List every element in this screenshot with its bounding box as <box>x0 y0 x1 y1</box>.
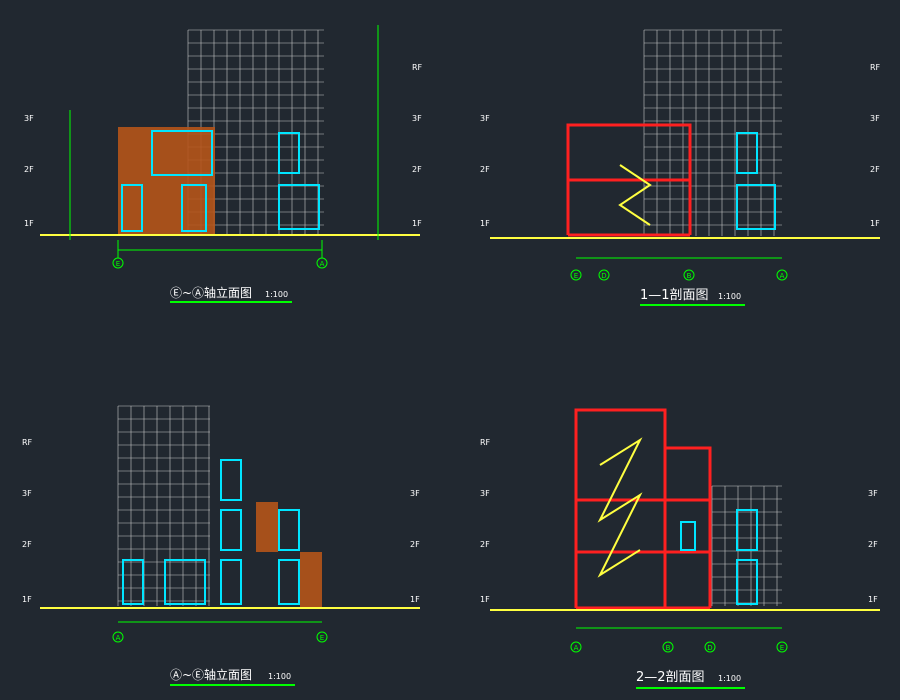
drawing-scale: 1:100 <box>268 672 291 681</box>
axis-label: B <box>687 272 692 280</box>
axis-bubble <box>112 257 124 269</box>
level-label-2f: 2F <box>480 165 490 174</box>
drawing-scale: 1:100 <box>265 290 288 299</box>
elevation-e-a: E A RF 3F 2F 1F 3F 2F 1F Ⓔ~Ⓐ轴立面图 1:100 <box>24 25 423 303</box>
drawing-title: 2—2剖面图 <box>636 670 705 685</box>
drawing-scale: 1:100 <box>718 674 741 683</box>
level-label-3f: 3F <box>22 489 32 498</box>
section-cut-outline <box>665 446 712 608</box>
axis-bubble <box>776 269 788 281</box>
facade-grid <box>711 485 782 606</box>
axis-label: D <box>707 644 712 652</box>
level-label-2f: 2F <box>412 165 422 174</box>
drawing-title: Ⓐ~Ⓔ轴立面图 <box>170 667 252 682</box>
axis-label: D <box>601 272 606 280</box>
axis-bubble <box>570 641 582 653</box>
drawing-title: 1—1剖面图 <box>640 288 709 303</box>
level-label-1f: 1F <box>870 219 880 228</box>
level-label-1f: 1F <box>24 219 34 228</box>
level-label-1f: 1F <box>22 595 32 604</box>
window-lower-mid <box>181 184 207 232</box>
level-label-rf: RF <box>870 63 881 72</box>
axis-bubble <box>316 631 328 643</box>
window-elevation <box>122 559 144 605</box>
axis-label: A <box>780 272 785 280</box>
facade-grid <box>187 29 324 234</box>
window-section <box>736 509 758 551</box>
level-label-1f: 1F <box>480 595 490 604</box>
window-section <box>736 559 758 605</box>
stair-flight <box>597 437 643 578</box>
level-label-2f: 2F <box>868 540 878 549</box>
level-label-2f: 2F <box>480 540 490 549</box>
drawing-scale: 1:100 <box>718 292 741 301</box>
window-section <box>736 184 776 230</box>
window-right-upper <box>278 132 300 174</box>
axis-bubble <box>662 641 674 653</box>
level-label-3f: 3F <box>410 489 420 498</box>
window-elevation <box>278 509 300 551</box>
window-lower-left <box>121 184 143 232</box>
level-label-1f: 1F <box>480 219 490 228</box>
level-label-rf: RF <box>412 63 423 72</box>
wood-cladding <box>256 502 278 552</box>
level-label-3f: 3F <box>24 114 34 123</box>
window-elevation <box>220 559 242 605</box>
axis-bubble <box>683 269 695 281</box>
axis-bubble <box>112 631 124 643</box>
section-cut-outline <box>574 408 667 608</box>
stair-flight <box>618 164 652 226</box>
elevation-a-e: A E RF 3F 2F 1F 3F 2F 1F Ⓐ~Ⓔ轴立面图 1:100 <box>22 405 420 686</box>
axis-label: B <box>666 644 671 652</box>
axis-label: E <box>780 644 784 652</box>
axis-label: A <box>320 260 325 268</box>
level-label-2f: 2F <box>870 165 880 174</box>
level-label-3f: 3F <box>480 489 490 498</box>
level-label-rf: RF <box>480 438 491 447</box>
wood-cladding <box>300 552 322 608</box>
axis-label: E <box>116 260 120 268</box>
axis-bubble <box>704 641 716 653</box>
level-label-1f: 1F <box>868 595 878 604</box>
window-section <box>736 132 758 174</box>
axis-bubble <box>776 641 788 653</box>
level-label-3f: 3F <box>868 489 878 498</box>
axis-bubble <box>316 257 328 269</box>
axis-label: A <box>116 634 121 642</box>
level-label-1f: 1F <box>412 219 422 228</box>
section-2-2: A B D E RF 3F 2F 1F 3F 2F 1F 2—2剖面图 1:10… <box>480 408 880 689</box>
axis-label: A <box>574 644 579 652</box>
level-label-2f: 2F <box>24 165 34 174</box>
window-elevation <box>278 559 300 605</box>
wood-cladding <box>118 127 215 235</box>
level-label-3f: 3F <box>870 114 880 123</box>
level-label-3f: 3F <box>412 114 422 123</box>
level-label-2f: 2F <box>22 540 32 549</box>
level-label-2f: 2F <box>410 540 420 549</box>
axis-label: E <box>574 272 578 280</box>
window-elevation <box>220 459 242 501</box>
level-label-3f: 3F <box>480 114 490 123</box>
window-section <box>680 521 696 551</box>
axis-bubble <box>570 269 582 281</box>
window-elevation <box>220 509 242 551</box>
window-right-lower <box>278 184 320 230</box>
facade-grid <box>117 405 210 606</box>
window-upper <box>151 130 213 176</box>
window-elevation <box>164 559 206 605</box>
axis-label: E <box>320 634 324 642</box>
axis-bubble <box>598 269 610 281</box>
level-label-1f: 1F <box>410 595 420 604</box>
level-label-rf: RF <box>22 438 33 447</box>
drawing-title: Ⓔ~Ⓐ轴立面图 <box>170 285 252 300</box>
facade-grid <box>643 29 782 236</box>
section-1-1: E D B A RF 3F 2F 1F 3F 2F 1F 1—1剖面图 1:10… <box>480 29 881 306</box>
